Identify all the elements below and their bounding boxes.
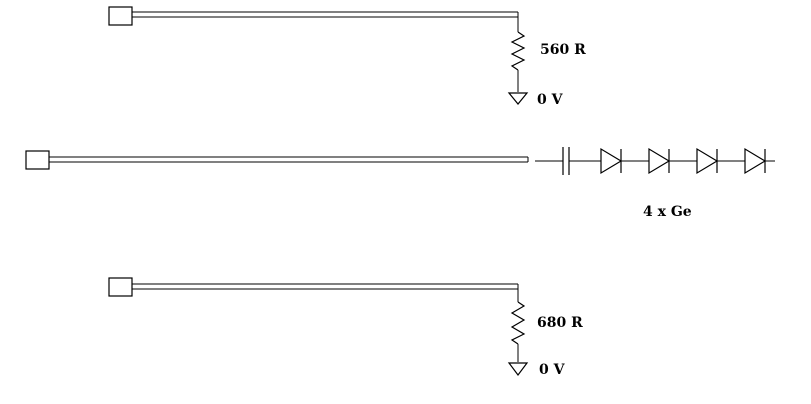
diode-2 xyxy=(648,147,671,175)
cable-3 xyxy=(132,283,519,302)
ground-symbol-2 xyxy=(507,362,529,376)
resistor-680 xyxy=(510,301,526,345)
cable-1 xyxy=(132,11,519,32)
connector-3 xyxy=(108,277,133,297)
diode-3 xyxy=(696,147,719,175)
connector-2 xyxy=(25,150,50,170)
capacitor xyxy=(562,147,570,175)
ground-symbol-1 xyxy=(507,92,529,105)
ground-label-2: 0 V xyxy=(539,362,566,378)
diode-label: 4 x Ge xyxy=(643,204,692,220)
circuit-3: 680 R 0 V xyxy=(108,277,583,378)
resistor-label-1: 560 R xyxy=(540,42,586,58)
resistor-label-2: 680 R xyxy=(537,315,583,331)
diode-1 xyxy=(600,147,623,175)
circuit-1: 560 R 0 V xyxy=(108,6,586,108)
circuit-2: 4 x Ge xyxy=(25,147,775,220)
resistor-560 xyxy=(510,31,526,71)
diode-4 xyxy=(744,147,767,175)
connector-1 xyxy=(108,6,133,26)
cable-2 xyxy=(49,156,540,163)
ground-label-1: 0 V xyxy=(537,92,564,108)
